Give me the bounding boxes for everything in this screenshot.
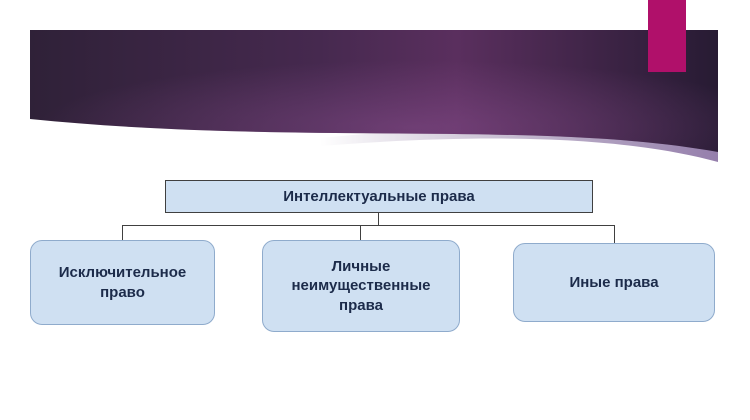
diagram-child-box-other-rights: Иные права <box>513 243 715 322</box>
diagram-child-label: Иные права <box>569 273 659 291</box>
connector-drop-1 <box>122 225 123 241</box>
diagram-root-label: Интеллектуальные права <box>283 187 475 205</box>
diagram-child-label: Исключительное право <box>58 264 187 301</box>
connector-drop-2 <box>360 225 361 241</box>
diagram-child-box-exclusive-right: Исключительное право <box>30 240 215 325</box>
connector-horizontal-bus <box>122 225 615 226</box>
connector-drop-3 <box>614 225 615 244</box>
connector-root-stub <box>378 212 379 226</box>
banner-underlay-curve <box>320 127 718 162</box>
diagram-child-label: Личные неимущественные права <box>291 257 431 314</box>
accent-bar <box>648 0 686 72</box>
banner-main-shape <box>30 30 718 152</box>
diagram-root-box: Интеллектуальные права <box>165 180 593 213</box>
diagram-child-box-personal-nonproperty-rights: Личные неимущественные права <box>262 240 460 332</box>
